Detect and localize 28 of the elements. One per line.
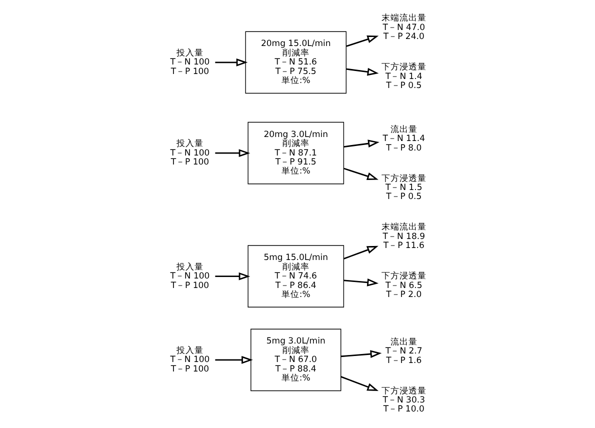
node-box: 5mg 15.0L/min 削減率 T－N 74.6 T－P 86.4 単位:% [247, 245, 344, 308]
arrow [343, 278, 378, 286]
node-text: 投入量 T－N 100 T－P 100 [170, 346, 210, 374]
node-text: 下方浸透量 T－N 30.3 T－P 10.0 [380, 386, 426, 415]
arrow [214, 272, 250, 280]
node-text: 流出量 T－N 2.7 T－P 1.6 [385, 337, 422, 366]
arrow [343, 246, 378, 260]
arrow [340, 376, 378, 391]
arrow [343, 168, 378, 180]
arrow [343, 140, 379, 148]
node-text: 末端流出量 T－N 47.0 T－P 24.0 [380, 14, 426, 42]
node-text: 投入量 T－N 100 T－P 100 [170, 48, 210, 77]
arrow [346, 35, 378, 47]
node-text: 投入量 T－N 100 T－P 100 [170, 262, 210, 291]
node-text: 下方浸透量 T－N 1.4 T－P 0.5 [380, 62, 426, 91]
node-text: 投入量 T－N 100 T－P 100 [170, 139, 210, 168]
arrow [214, 149, 250, 158]
node-box: 20mg 15.0L/min 削減率 T－N 51.6 T－P 75.5 単位:% [244, 31, 346, 94]
node-text: 末端流出量 T－N 18.9 T－P 11.6 [380, 222, 426, 252]
node-text: 下方浸透量 T－N 1.5 T－P 0.5 [380, 174, 426, 202]
arrow [214, 58, 248, 66]
arrow [346, 68, 378, 76]
node-box: 20mg 3.0L/min 削減率 T－N 87.1 T－P 91.5 単位:% [247, 122, 344, 184]
arrow [214, 356, 252, 364]
node-text: 下方浸透量 T－N 6.5 T－P 2.0 [380, 272, 426, 300]
node-text: 流出量 T－N 11.4 T－P 8.0 [382, 124, 424, 154]
node-box: 5mg 3.0L/min 削減率 T－N 67.0 T－P 88.4 単位:% [250, 328, 341, 392]
arrow [340, 350, 382, 358]
